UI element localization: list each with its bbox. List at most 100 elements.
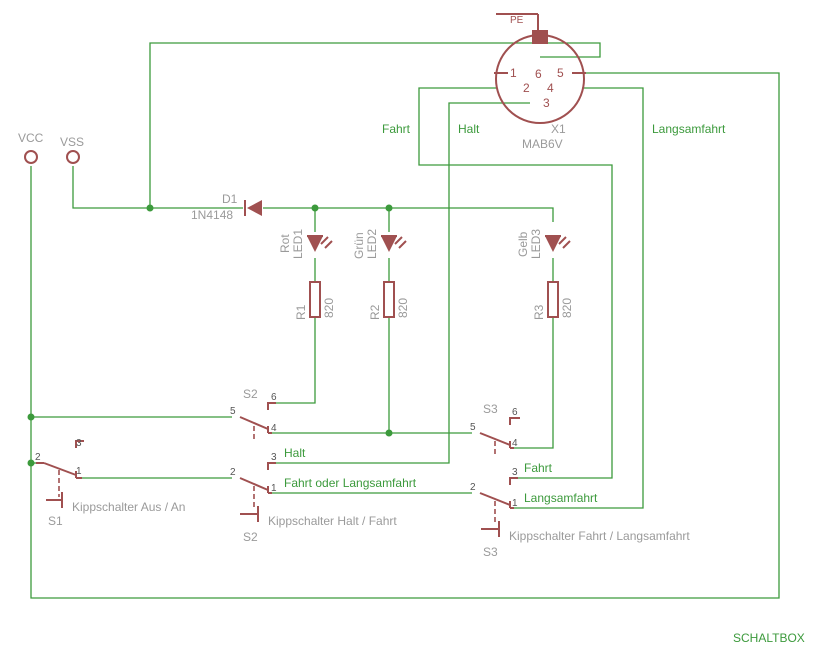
wire-vcc-loop [30,72,780,599]
resistor-value: 820 [560,298,574,318]
switch-pin-3: 3 [76,438,82,449]
net-label-fahrt: Fahrt [524,461,553,475]
resistor-r1: R1 820 [294,281,336,320]
net-label-langsamfahrt-top: Langsamfahrt [652,122,726,136]
switch-top-lever [479,432,511,446]
switch-top-pin-4: 4 [271,423,277,434]
switch-top-contact-4 [267,426,272,434]
wire-pin3-halt [270,102,530,464]
switch-description: Kippschalter Fahrt / Langsamfahrt [509,529,690,543]
switch-name-top: S2 [243,387,258,401]
diode-name: D1 [222,192,238,206]
resistor-name: R1 [294,304,308,320]
switch-top-contact-4 [509,441,514,449]
junction-r2-bus [385,429,393,437]
switch-bottom-pin-1: 1 [512,498,518,509]
diode-d1: D1 1N4148 [191,192,262,222]
switch-bottom-contact-3 [509,477,518,485]
wire-pe-to-d1 [149,42,601,208]
wire-anode-bus [263,207,554,222]
switch-s3: 5 4 6 S3 2 1 3 Kippschalter Fahrt / Lang… [470,402,690,559]
switch-top-contact-6 [267,402,276,410]
led-triangle [381,236,397,252]
wire-r3-s3-4 [512,317,554,449]
led-triangle [307,236,323,252]
switch-top-pin-6: 6 [271,392,277,403]
switch-s1: 2 1 3 Kippschalter Aus / An S1 [35,438,185,528]
switch-contact-3 [75,440,84,448]
vcc-label: VCC [18,131,44,145]
switch-bottom-lever [239,477,269,491]
junction-vcc-s2 [27,413,35,421]
resistor-r3: R3 820 [532,281,574,320]
switch-bottom-contact-1 [267,486,272,494]
switch-actuator [46,492,63,508]
led-color: Rot [278,234,292,253]
switch-top-pin-5: 5 [470,422,476,433]
resistor-body [547,281,559,318]
junction-led1 [311,204,319,212]
junction-led2 [385,204,393,212]
switch-bottom-contact-3 [267,462,276,470]
net-label-halt: Halt [284,446,306,460]
switch-bottom-contact-1 [509,501,514,509]
supply-pins: VCC VSS [18,131,84,164]
wire-r1-s2-6 [270,317,316,404]
resistor-r2: R2 820 [368,281,410,320]
wire-pin4-langsamfahrt [512,87,644,509]
connector-pin-3: 3 [543,96,550,110]
wire-pin2-langsamfahrt [418,87,613,479]
connector-value: MAB6V [522,137,563,151]
resistor-name: R3 [532,304,546,320]
led-name: LED3 [529,229,543,259]
switch-bottom-pin-3: 3 [512,467,518,478]
led-color: Grün [352,232,366,259]
junctions [27,204,393,467]
net-label-langsamfahrt: Langsamfahrt [524,491,598,505]
connector-pin-5: 5 [557,66,564,80]
led-color: Gelb [516,231,530,257]
resistor-body [383,281,395,318]
connector-pin-4: 4 [547,81,554,95]
connector-pe-key [532,30,548,44]
diode-value: 1N4148 [191,208,233,222]
resistor-body [309,281,321,318]
led-1: Rot LED1 [278,229,333,259]
net-label-fahrt-top: Fahrt [382,122,411,136]
wire-vss-to-d1 [72,166,243,209]
switch-description: Kippschalter Halt / Fahrt [268,514,397,528]
switch-top-lever [239,416,269,430]
switch-bottom-pin-1: 1 [271,483,277,494]
switch-bottom-pin-2: 2 [230,467,236,478]
switch-contact-1 [75,471,82,479]
switch-top-pin-5: 5 [230,406,236,417]
connector-pin-6: 6 [535,67,542,81]
switch-description: Kippschalter Aus / An [72,500,185,514]
wires [30,42,780,599]
switch-actuator [240,506,259,522]
switch-bottom-lever [479,492,511,506]
led-triangle [545,236,561,252]
connector-pe-label: PE [510,15,524,26]
junction-vcc-s1 [27,459,35,467]
switch-bottom-pin-3: 3 [271,452,277,463]
switch-pin-1: 1 [76,466,82,477]
led-3: Gelb LED3 [516,229,571,259]
switch-top-pin-4: 4 [512,438,518,449]
switch-name-bottom: S3 [483,545,498,559]
resistor-value: 820 [396,298,410,318]
resistor-value: 820 [322,298,336,318]
led-rays [558,236,571,249]
frame-name: SCHALTBOX [733,631,805,645]
led-2: Grün LED2 [352,229,407,259]
junction-pe [146,204,154,212]
vss-terminal [66,150,80,164]
led-rays [394,236,407,249]
switch-lever [43,462,77,476]
led-name: LED1 [291,229,305,259]
switch-top-pin-6: 6 [512,407,518,418]
switch-name-top: S3 [483,402,498,416]
net-label-fahrt-oder-langsamfahrt: Fahrt oder Langsamfahrt [284,476,417,490]
led-name: LED2 [365,229,379,259]
